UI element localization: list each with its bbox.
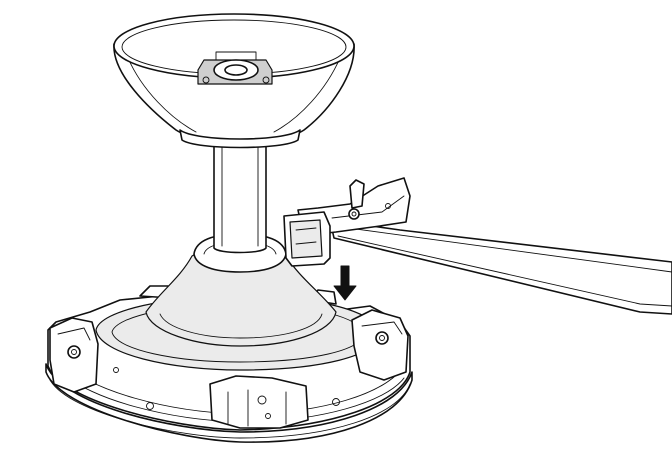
fan-blade bbox=[329, 219, 672, 315]
blade-bracket bbox=[283, 177, 411, 267]
down-rod bbox=[213, 137, 267, 254]
down-arrow-icon bbox=[333, 265, 357, 301]
canopy-bowl bbox=[113, 13, 355, 149]
